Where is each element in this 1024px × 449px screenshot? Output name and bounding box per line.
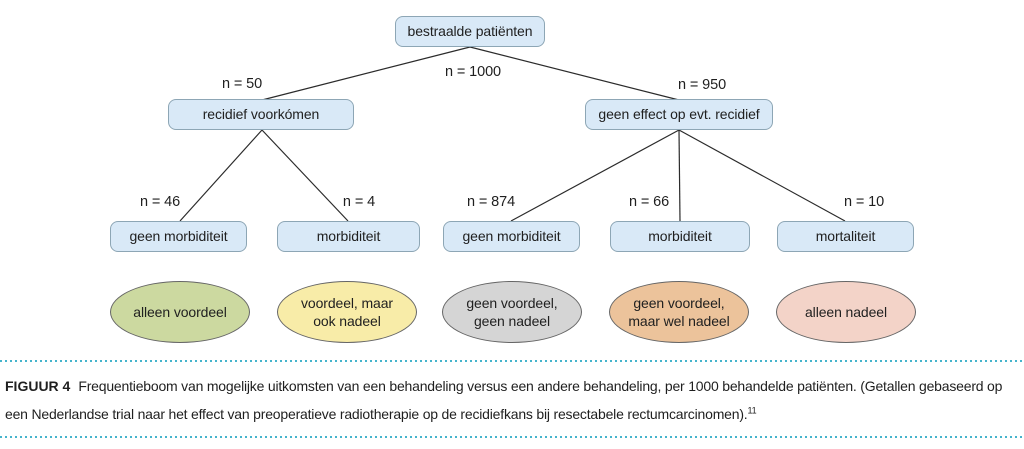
node-geen-morbiditeit-left: geen morbiditeit [110, 221, 247, 252]
node-morbiditeit-left: morbiditeit [277, 221, 420, 252]
outcome-text-line: alleen voordeel [133, 304, 227, 320]
edge-left-child2 [261, 129, 349, 222]
caption-line-2: een Nederlandse trial naar het effect va… [5, 400, 1021, 428]
outcome-text-line: alleen nadeel [805, 304, 887, 320]
node-recidief-voorkomen: recidief voorkómen [168, 99, 354, 130]
outcome-ellipse-alleen-nadeel: alleen nadeel [776, 281, 916, 343]
outcome-ellipse-geen-voordeel-geen-nadeel: geen voordeel, geen nadeel [442, 281, 582, 343]
branch-count-n950: n = 950 [677, 77, 727, 93]
branch-count-n66: n = 66 [628, 194, 670, 210]
outcome-text-line: geen nadeel [474, 313, 550, 329]
caption-text-2: een Nederlandse trial naar het effect va… [5, 406, 748, 422]
edge-right-child2 [678, 129, 681, 222]
branch-count-n1000: n = 1000 [444, 64, 502, 80]
edge-root-right [469, 46, 680, 101]
outcome-text-line: geen voordeel, [466, 295, 558, 311]
edge-right-child3 [678, 129, 846, 222]
outcome-text-line: maar wel nadeel [628, 313, 730, 329]
branch-count-n46: n = 46 [139, 194, 181, 210]
outcome-ellipse-geen-voordeel-wel-nadeel: geen voordeel, maar wel nadeel [609, 281, 749, 343]
caption-text-1: Frequentieboom van mogelijke uitkomsten … [78, 378, 1003, 394]
node-morbiditeit-right: morbiditeit [610, 221, 750, 252]
branch-count-n874: n = 874 [466, 194, 516, 210]
node-mortaliteit: mortaliteit [777, 221, 914, 252]
edge-left-child1 [179, 129, 263, 222]
caption-reference: 11 [747, 405, 757, 416]
outcome-ellipse-voordeel-maar-ook-nadeel: voordeel, maar ook nadeel [277, 281, 417, 343]
dotted-rule-bottom [0, 436, 1024, 438]
figure-caption: FIGUUR 4 Frequentieboom van mogelijke uit… [5, 372, 1021, 428]
branch-count-n50: n = 50 [221, 76, 263, 92]
branch-count-n4: n = 4 [342, 194, 376, 210]
caption-label: FIGUUR 4 [5, 378, 71, 394]
edge-right-child1 [510, 129, 680, 222]
node-root: bestraalde patiënten [395, 16, 545, 47]
outcome-text-line: ook nadeel [313, 313, 381, 329]
branch-count-n10: n = 10 [843, 194, 885, 210]
dotted-rule-top [0, 360, 1024, 362]
node-geen-effect-op-recidief: geen effect op evt. recidief [585, 99, 773, 130]
caption-line-1: FIGUUR 4 Frequentieboom van mogelijke uit… [5, 372, 1021, 400]
node-geen-morbiditeit-right: geen morbiditeit [443, 221, 580, 252]
outcome-ellipse-alleen-voordeel: alleen voordeel [110, 281, 250, 343]
outcome-text-line: voordeel, maar [301, 295, 393, 311]
edge-root-left [261, 46, 471, 101]
outcome-text-line: geen voordeel, [633, 295, 725, 311]
